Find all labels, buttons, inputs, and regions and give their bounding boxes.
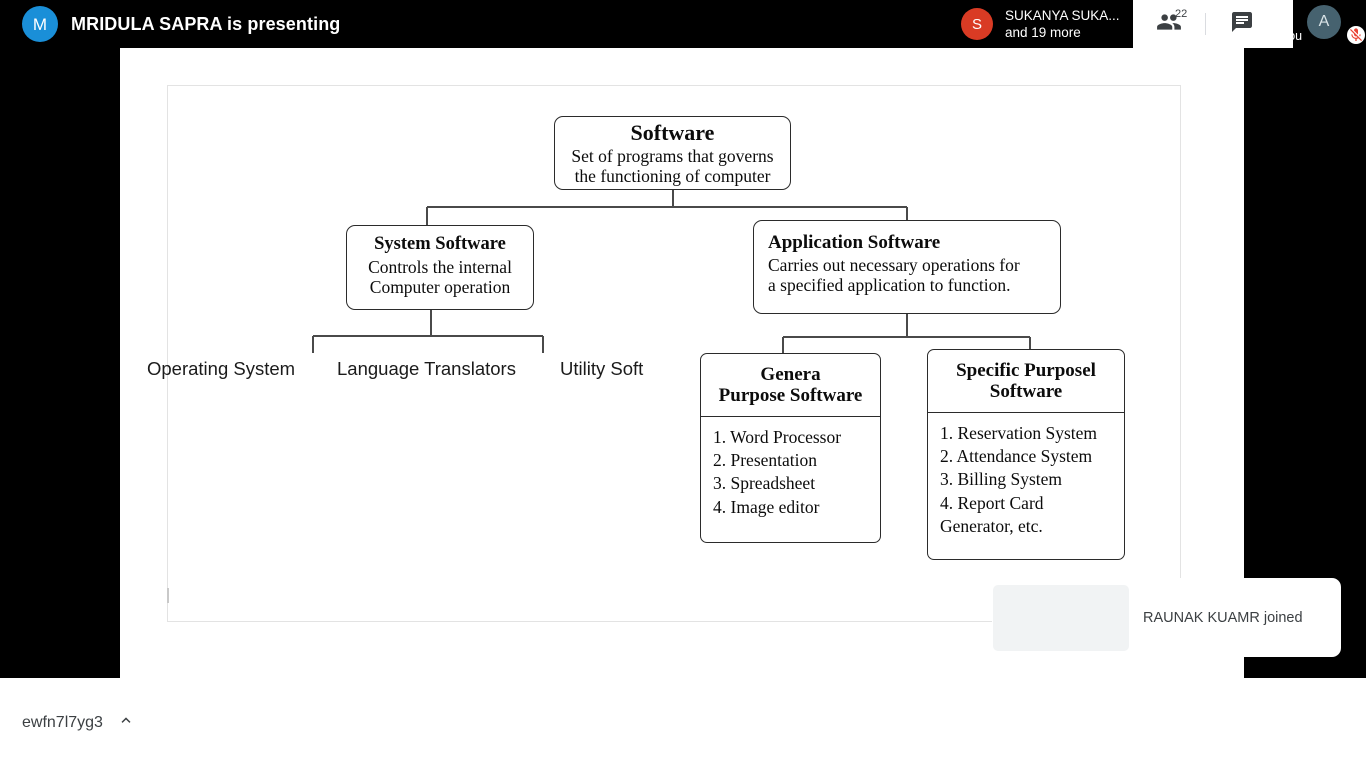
node-title-line1: Genera bbox=[760, 364, 821, 385]
diagram-node-application-software: Application Software Carries out necessa… bbox=[753, 220, 1061, 314]
participant-thumbnail bbox=[993, 584, 1129, 651]
node-title: Genera Purpose Software bbox=[701, 354, 880, 417]
presentation-stage[interactable]: Software Set of programs that governs th… bbox=[120, 48, 1244, 678]
node-item-list: 1. Word Processor 2. Presentation 3. Spr… bbox=[701, 417, 880, 519]
mic-off-icon bbox=[1347, 26, 1365, 44]
people-icon bbox=[1156, 9, 1182, 40]
toolbar-divider bbox=[1205, 13, 1206, 35]
list-item: 4. Image editor bbox=[713, 496, 820, 517]
speaker-more-count: and 19 more bbox=[1005, 25, 1081, 40]
software-classification-diagram: Software Set of programs that governs th… bbox=[120, 48, 1244, 678]
diagram-node-specific-purpose-software: Specific Purposel Software 1. Reservatio… bbox=[927, 349, 1125, 560]
node-title: Specific Purposel Software bbox=[928, 350, 1124, 413]
list-item: 4. Report Card bbox=[940, 492, 1044, 513]
list-item: Generator, etc. bbox=[940, 515, 1043, 536]
list-item: 2. Presentation bbox=[713, 450, 818, 471]
bottom-bar: ewfn7l7yg3 bbox=[0, 678, 1366, 768]
diagram-node-software: Software Set of programs that governs th… bbox=[554, 116, 791, 190]
presenting-indicator: M MRIDULA SAPRA is presenting bbox=[22, 6, 340, 42]
slide-frame bbox=[167, 85, 1181, 622]
node-body-line2: a specified application to function. bbox=[768, 275, 1011, 296]
list-item: 2. Attendance System bbox=[940, 446, 1093, 467]
diagram-leaf-operating-system: Operating System bbox=[147, 358, 296, 379]
meeting-details-button[interactable]: ewfn7l7yg3 bbox=[22, 711, 135, 734]
node-title-line1: Specific Purposel bbox=[956, 360, 1096, 381]
active-speaker-chip[interactable]: S SUKANYA SUKA... and 19 more bbox=[951, 0, 1133, 48]
slide-text-caret bbox=[167, 588, 169, 603]
diagram-leaf-language-translators: Language Translators bbox=[337, 358, 516, 379]
top-bar-actions: 22 bbox=[1133, 0, 1293, 48]
node-title: Software bbox=[630, 120, 715, 145]
node-body-line1: Controls the internal bbox=[368, 256, 512, 277]
toast-message: RAUNAK KUAMR joined bbox=[1143, 609, 1303, 626]
join-notification-toast[interactable]: RAUNAK KUAMR joined bbox=[992, 578, 1341, 657]
node-title-line2: Software bbox=[989, 380, 1063, 402]
diagram-leaf-utility-soft: Utility Soft bbox=[560, 358, 644, 379]
node-body-line2: Computer operation bbox=[369, 276, 511, 297]
diagram-node-general-purpose-software: Genera Purpose Software 1. Word Processo… bbox=[700, 353, 881, 543]
list-item: 3. Spreadsheet bbox=[713, 473, 816, 494]
speaker-name: SUKANYA SUKA... bbox=[1005, 8, 1120, 23]
chevron-up-icon[interactable] bbox=[117, 711, 135, 734]
list-item: 3. Billing System bbox=[940, 469, 1063, 490]
node-title: Application Software bbox=[768, 232, 941, 253]
chat-button[interactable] bbox=[1206, 0, 1278, 48]
speaker-avatar: S bbox=[961, 8, 993, 40]
self-label: You bbox=[1281, 29, 1303, 43]
top-bar: M MRIDULA SAPRA is presenting S SUKANYA … bbox=[0, 0, 1366, 48]
node-body-line1: Carries out necessary operations for bbox=[768, 255, 1020, 276]
list-item: 1. Word Processor bbox=[713, 426, 842, 447]
chat-icon bbox=[1230, 10, 1254, 39]
diagram-connectors bbox=[312, 190, 1031, 353]
self-view-tile[interactable]: You A bbox=[1281, 0, 1366, 48]
avatar: A bbox=[1307, 5, 1341, 39]
node-title: System Software bbox=[374, 234, 506, 254]
diagram-node-system-software: System Software Controls the internal Co… bbox=[346, 225, 534, 310]
node-title-line2: Purpose Software bbox=[718, 384, 863, 406]
presenting-label: MRIDULA SAPRA is presenting bbox=[71, 13, 341, 34]
list-item: 1. Reservation System bbox=[940, 422, 1097, 443]
node-body: Set of programs that governs the functio… bbox=[571, 145, 774, 186]
participants-button[interactable]: 22 bbox=[1133, 0, 1205, 48]
participant-count-badge: 22 bbox=[1175, 8, 1188, 20]
node-item-list: 1. Reservation System 2. Attendance Syst… bbox=[928, 413, 1124, 538]
speaker-name-block: SUKANYA SUKA... and 19 more bbox=[1005, 7, 1120, 41]
meeting-code-label: ewfn7l7yg3 bbox=[22, 713, 103, 731]
presenter-avatar: M bbox=[22, 6, 58, 42]
